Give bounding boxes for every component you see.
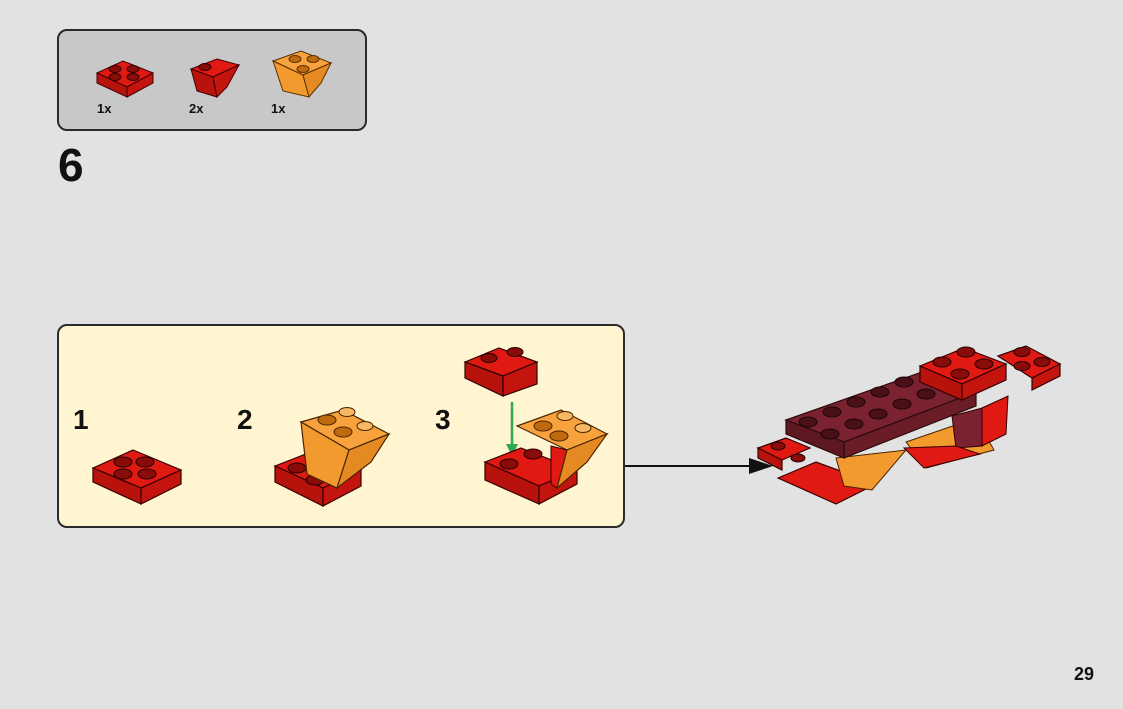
page-number: 29	[1073, 664, 1094, 684]
sub-step-number: 3	[435, 404, 451, 435]
assembled-sub-model-icon	[483, 409, 609, 505]
red-inverted-slope-icon	[189, 58, 241, 99]
quantity-label: 2x	[189, 101, 204, 116]
quantity-label: 1x	[97, 101, 112, 116]
green-arrow-down-icon	[506, 402, 518, 456]
sub-step-number: 1	[73, 404, 89, 435]
sub-step-number: 2	[237, 404, 253, 435]
quantity-label: 1x	[271, 101, 286, 116]
red-2x2-plate-icon	[95, 60, 155, 98]
step-number: 6	[58, 139, 84, 191]
orange-inverted-slope-icon	[271, 50, 333, 99]
plate-with-orange-slope-icon	[273, 407, 391, 507]
main-model-icon	[756, 345, 1062, 505]
parts-list-box: 1x 2x 1x	[57, 29, 367, 131]
sub-assembly-box: 1 2 3	[57, 324, 625, 528]
red-inverted-slope-icon	[463, 347, 539, 397]
red-plate-brick-icon	[91, 449, 183, 505]
attach-arrow-icon	[625, 458, 773, 474]
